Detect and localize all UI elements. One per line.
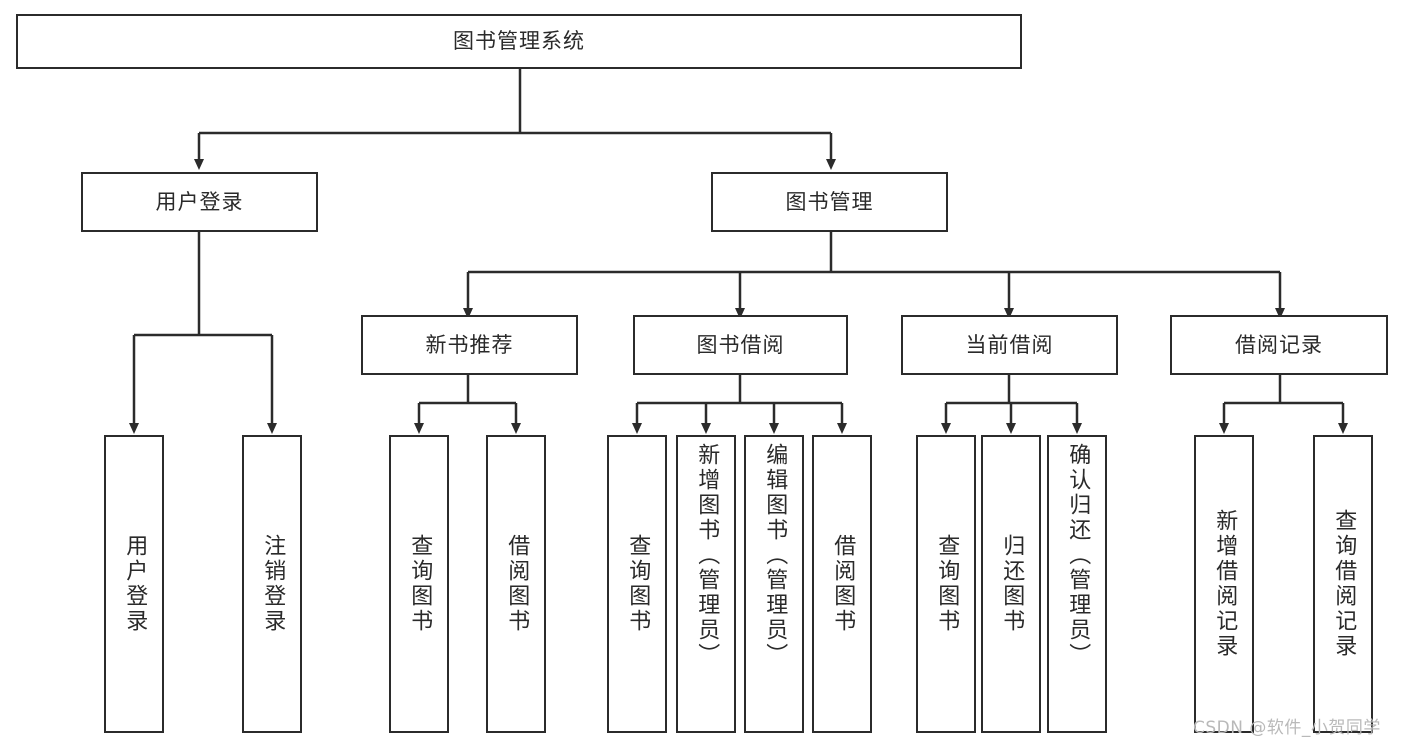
node-label: 图书借阅 (696, 332, 785, 357)
leaf-current-return-book[interactable]: 归还图书 (981, 435, 1041, 733)
leaf-borrow-query-book[interactable]: 查询图书 (607, 435, 667, 733)
node-current-borrow[interactable]: 当前借阅 (901, 315, 1118, 375)
leaf-current-confirm-return-admin[interactable]: 确认归还（管理员） (1047, 435, 1107, 733)
leaf-label: 归还图书 (999, 534, 1025, 634)
leaf-label: 查询图书 (934, 534, 960, 634)
leaf-label: 用户登录 (122, 534, 148, 634)
leaf-label: 新增借阅记录 (1212, 509, 1238, 659)
leaf-label: 借阅图书 (830, 534, 856, 634)
leaf-user-login-signin[interactable]: 用户登录 (104, 435, 164, 733)
node-label: 图书管理系统 (453, 29, 585, 54)
leaf-label: 注销登录 (260, 534, 286, 634)
node-user-login[interactable]: 用户登录 (81, 172, 318, 232)
node-book-management[interactable]: 图书管理 (711, 172, 948, 232)
leaf-label: 查询图书 (625, 534, 651, 634)
node-label: 用户登录 (155, 189, 244, 214)
leaf-label: 确认归还（管理员） (1065, 443, 1091, 668)
leaf-newbook-query-book[interactable]: 查询图书 (389, 435, 449, 733)
leaf-borrow-borrow-book[interactable]: 借阅图书 (812, 435, 872, 733)
node-label: 借阅记录 (1235, 332, 1323, 357)
leaf-borrow-add-book-admin[interactable]: 新增图书（管理员） (676, 435, 736, 733)
leaf-current-query-book[interactable]: 查询图书 (916, 435, 976, 733)
leaf-user-login-signout[interactable]: 注销登录 (242, 435, 302, 733)
leaf-label: 借阅图书 (504, 534, 530, 634)
leaf-label: 新增图书（管理员） (694, 443, 720, 668)
node-new-book-recommend[interactable]: 新书推荐 (361, 315, 578, 375)
node-book-borrow[interactable]: 图书借阅 (633, 315, 848, 375)
leaf-borrow-edit-book-admin[interactable]: 编辑图书（管理员） (744, 435, 804, 733)
leaf-label: 编辑图书（管理员） (762, 443, 788, 668)
node-label: 当前借阅 (965, 332, 1054, 357)
leaf-newbook-borrow-book[interactable]: 借阅图书 (486, 435, 546, 733)
leaf-label: 查询图书 (407, 534, 433, 634)
node-root-system[interactable]: 图书管理系统 (16, 14, 1022, 69)
leaf-label: 查询借阅记录 (1331, 509, 1357, 659)
node-label: 图书管理 (785, 189, 874, 214)
node-borrow-record[interactable]: 借阅记录 (1170, 315, 1388, 375)
node-label: 新书推荐 (425, 332, 514, 357)
leaf-record-query-record[interactable]: 查询借阅记录 (1313, 435, 1373, 733)
leaf-record-add-record[interactable]: 新增借阅记录 (1194, 435, 1254, 733)
